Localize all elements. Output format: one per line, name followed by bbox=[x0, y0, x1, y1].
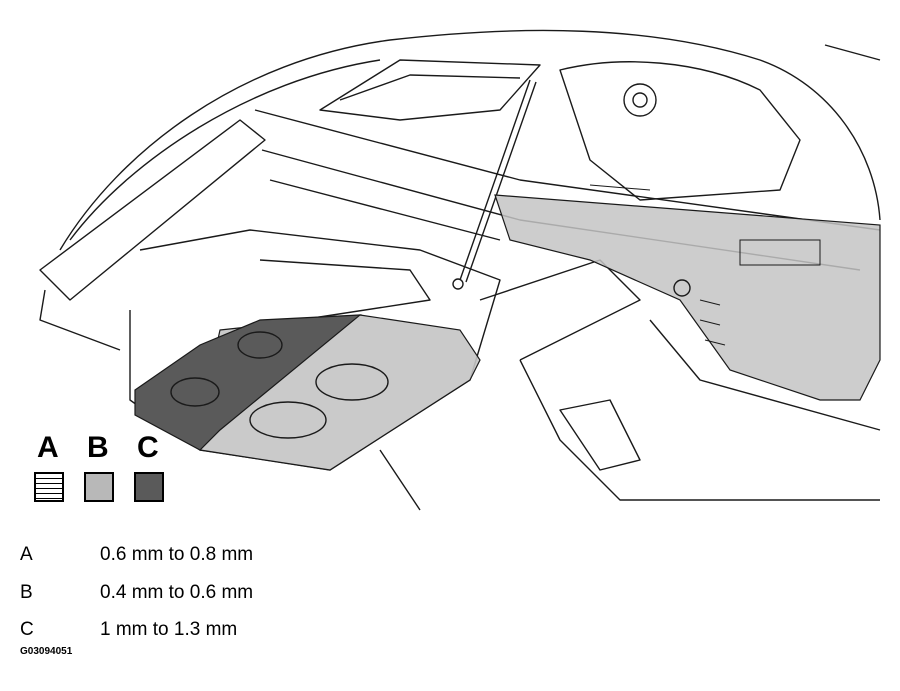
row-value: 1 mm to 1.3 mm bbox=[100, 619, 238, 640]
legend-key-a: A bbox=[37, 431, 59, 464]
row-letter: A bbox=[20, 544, 33, 565]
legend-key-b: B bbox=[87, 431, 109, 464]
legend-swatch-c bbox=[134, 472, 164, 502]
row-value: 0.6 mm to 0.8 mm bbox=[100, 544, 254, 565]
region-c-floor bbox=[134, 314, 362, 451]
row-value: 0.4 mm to 0.6 mm bbox=[100, 582, 254, 603]
legend-key-c: C bbox=[137, 431, 159, 464]
row-letter: B bbox=[20, 582, 33, 603]
legend-swatch-b bbox=[84, 472, 114, 502]
region-b-rail bbox=[494, 194, 881, 401]
underbody-illustration bbox=[39, 29, 881, 511]
row-letter: C bbox=[20, 619, 34, 640]
legend-swatch-a bbox=[34, 472, 64, 502]
figure-id: G03094051 bbox=[20, 646, 73, 657]
